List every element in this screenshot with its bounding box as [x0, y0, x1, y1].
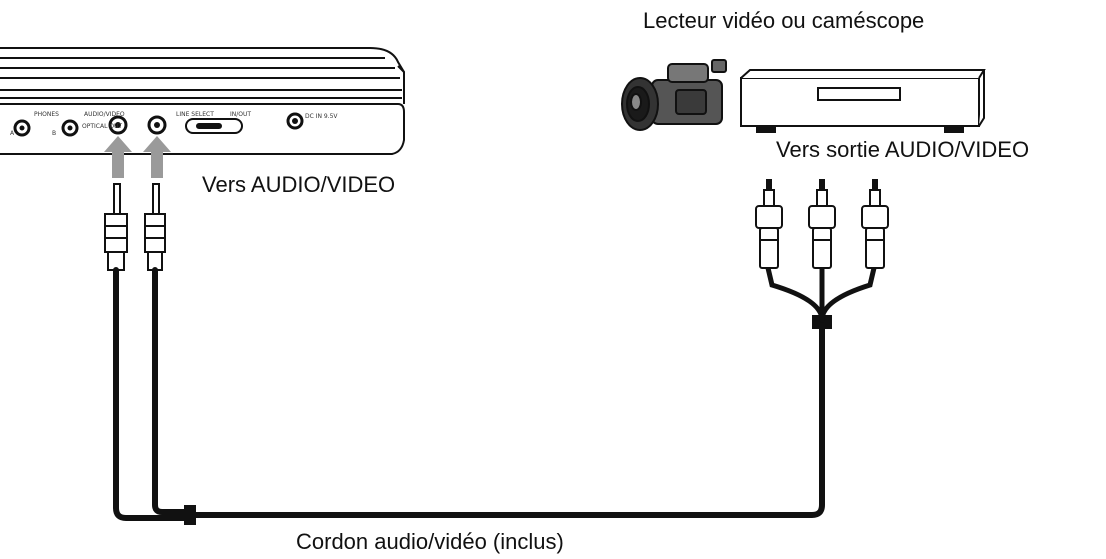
av-sub: OPTICAL OUT	[82, 123, 122, 130]
mini-plugs	[104, 183, 166, 271]
cable-label: Cordon audio/vidéo (inclus)	[296, 529, 564, 554]
cable-clip-left	[184, 505, 196, 525]
panel-print: PHONES A B AUDIO/VIDEO OPTICAL OUT LINE …	[10, 111, 338, 137]
phones-label: PHONES	[34, 111, 59, 118]
switch-value: IN/OUT	[230, 111, 251, 118]
phones-sub-a: A	[10, 130, 15, 137]
portable-player	[0, 47, 405, 155]
rca-plug-left	[755, 179, 783, 269]
av-label: AUDIO/VIDEO	[84, 111, 125, 118]
rca-plugs	[755, 179, 889, 269]
line-select-switch	[185, 118, 243, 134]
camcorder-icon	[621, 59, 727, 131]
insert-arrows	[104, 136, 171, 178]
input-target-label: Vers AUDIO/VIDEO	[202, 172, 396, 197]
av-cable	[113, 267, 825, 521]
switch-label: LINE SELECT	[176, 111, 214, 118]
output-target-label: Vers sortie AUDIO/VIDEO	[776, 137, 1030, 162]
rca-plug-center	[808, 179, 836, 269]
dc-label: DC IN 9.5V	[305, 113, 338, 120]
phones-sub-b: B	[52, 130, 56, 137]
player-jacks	[13, 112, 304, 137]
arrow-up-icon	[143, 136, 171, 178]
video-player-icon	[740, 69, 986, 133]
rca-plug-right	[861, 179, 889, 269]
arrow-up-icon	[104, 136, 132, 178]
source-device-label: Lecteur vidéo ou caméscope	[643, 8, 925, 33]
